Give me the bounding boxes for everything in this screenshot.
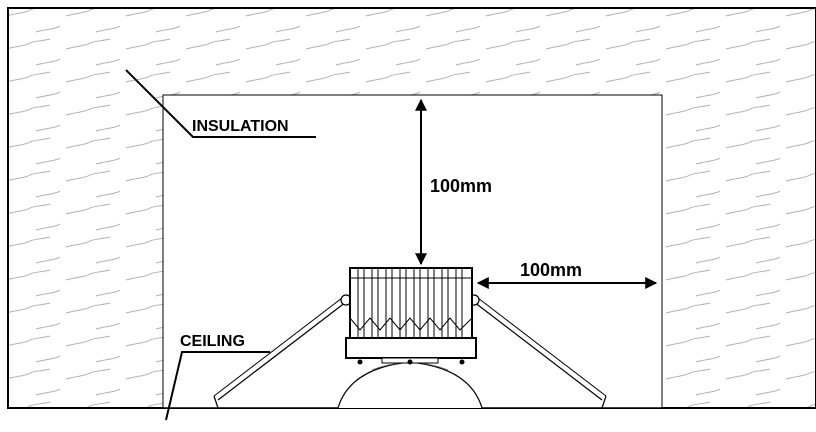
downlight-heatsink — [345, 267, 477, 365]
top-clearance-label: 100mm — [430, 176, 492, 196]
spring-clip-left — [213, 294, 352, 409]
ceiling-leader — [165, 351, 270, 421]
insulation-label: INSULATION — [192, 118, 289, 135]
side-clearance-label: 100mm — [520, 260, 582, 280]
ceiling-label: CEILING — [180, 333, 245, 350]
insulation-leader — [125, 69, 316, 138]
